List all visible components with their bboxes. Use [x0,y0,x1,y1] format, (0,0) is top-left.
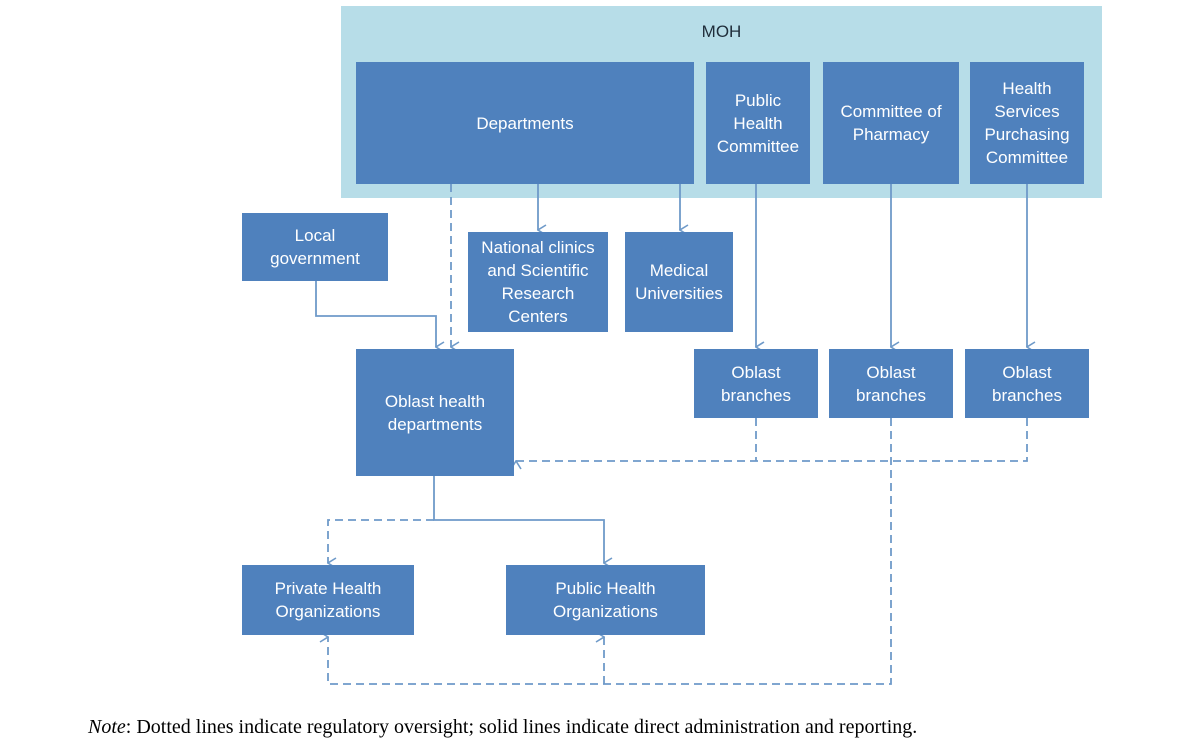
dashed-pharmacy-branches-to-organizations [328,418,892,685]
public-health-committee-box: Public Health Committee [706,62,810,184]
line-oblast-health-to-public-orgs [433,476,604,563]
departments-box: Departments [356,62,694,184]
diagram-note: Note: Dotted lines indicate regulatory o… [88,716,917,739]
oblast-branches-public-health-box: Oblast branches [694,349,818,418]
oblast-health-departments-box: Oblast health departments [356,349,514,476]
oblast-branches-pharmacy-box: Oblast branches [829,349,953,418]
public-health-organizations-box: Public Health Organizations [506,565,705,635]
line-local-government-to-oblast-health [315,281,436,347]
moh-title: MOH [701,22,742,41]
note-text: : Dotted lines indicate regulatory overs… [125,716,918,738]
private-health-organizations-box: Private Health Organizations [242,565,414,635]
national-clinics-box: National clinics and Scientific Research… [468,232,608,332]
committee-of-pharmacy-box: Committee of Pharmacy [823,62,959,184]
medical-universities-box: Medical Universities [625,232,733,332]
dashed-oblast-health-to-private-orgs [328,519,434,563]
local-government-box: Local government [242,213,388,281]
oblast-branches-purchasing-box: Oblast branches [965,349,1089,418]
health-services-purchasing-committee-box: Health Services Purchasing Committee [970,62,1084,184]
dashed-branches-to-oblast-health [516,418,1028,461]
note-label: Note [88,716,126,738]
